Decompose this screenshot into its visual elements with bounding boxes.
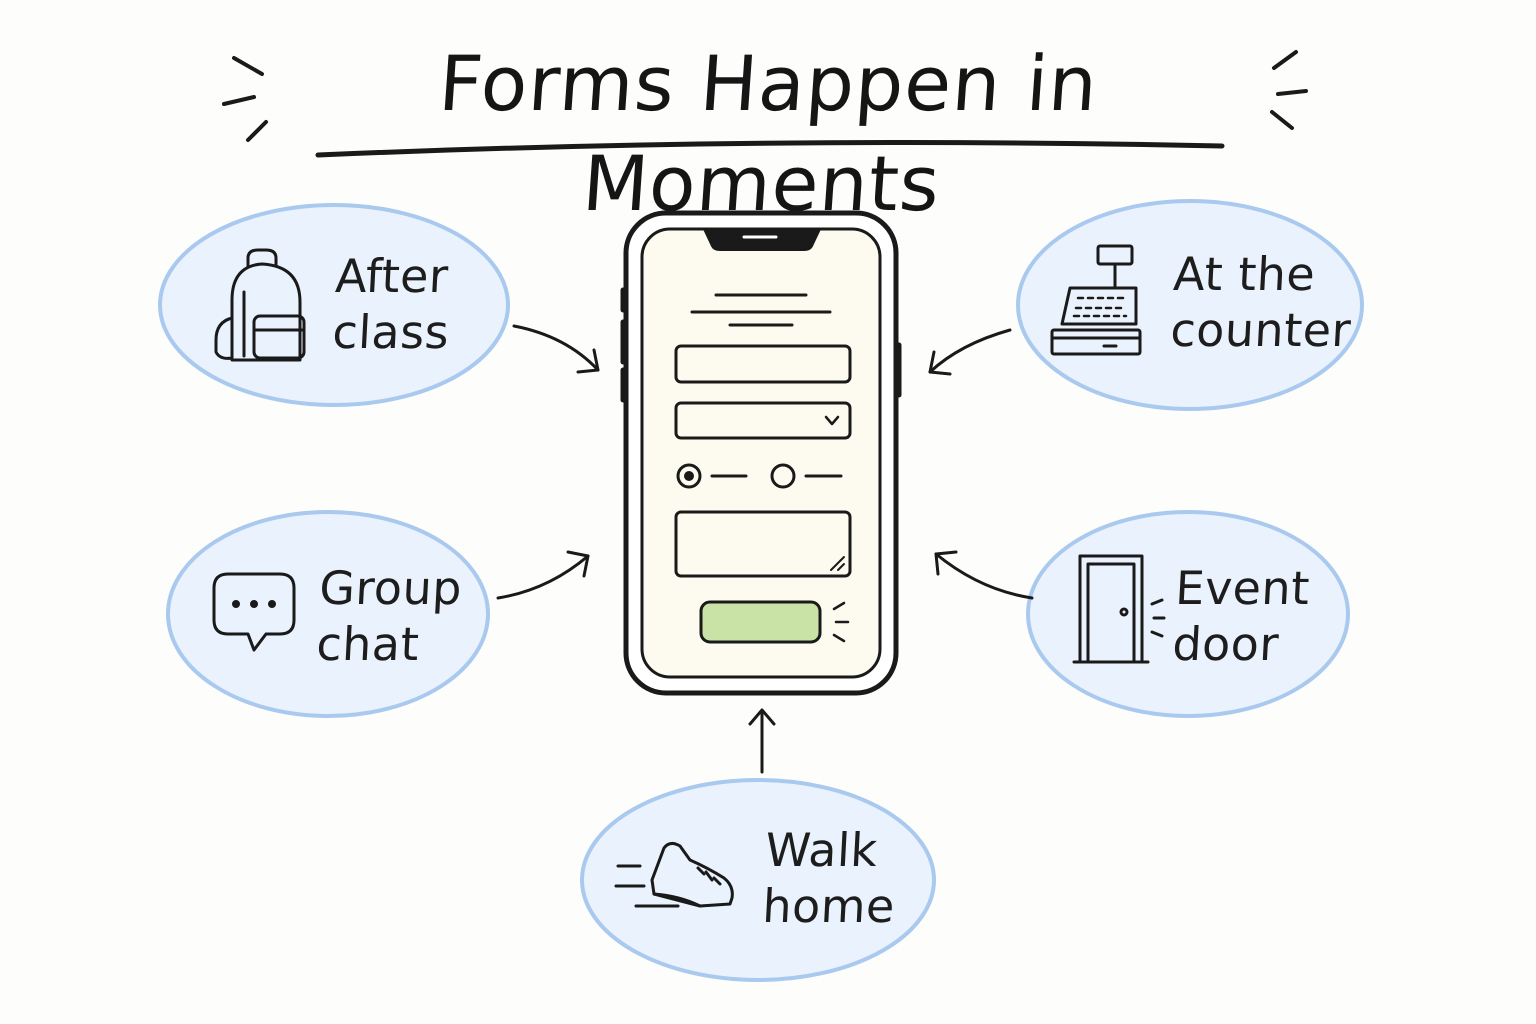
form-textarea-field (674, 510, 852, 578)
arrow-walk-home (748, 708, 776, 774)
chevron-down-icon (824, 415, 840, 426)
bubble-walk-home (580, 778, 936, 982)
sparkle-left-icon (222, 56, 268, 142)
door-icon (1072, 554, 1166, 664)
form-radio-group (676, 463, 843, 489)
cash-register-icon (1050, 244, 1142, 356)
sparkle-right-icon (1270, 50, 1308, 130)
bubble-at-the-counter (1016, 199, 1364, 411)
form-heading-lines (690, 293, 832, 327)
form-submit-button (699, 600, 822, 644)
smartphone (620, 210, 902, 696)
arrow-event-door (934, 550, 1034, 600)
form-text-field (674, 344, 852, 384)
arrow-group-chat (496, 550, 590, 600)
arrow-at-the-counter (928, 328, 1012, 376)
form-dropdown-field (674, 401, 852, 440)
arrows (496, 324, 1034, 774)
phone-notch (703, 228, 821, 251)
resize-handle-icon (830, 556, 845, 571)
chat-bubble-icon (212, 572, 296, 652)
arrow-after-class (512, 324, 600, 374)
backpack-icon (214, 248, 306, 362)
title-underline (315, 140, 1225, 158)
bubble-group-chat (166, 510, 490, 718)
button-tap-sparkle-icon (832, 601, 850, 643)
sneaker-icon (614, 841, 734, 908)
